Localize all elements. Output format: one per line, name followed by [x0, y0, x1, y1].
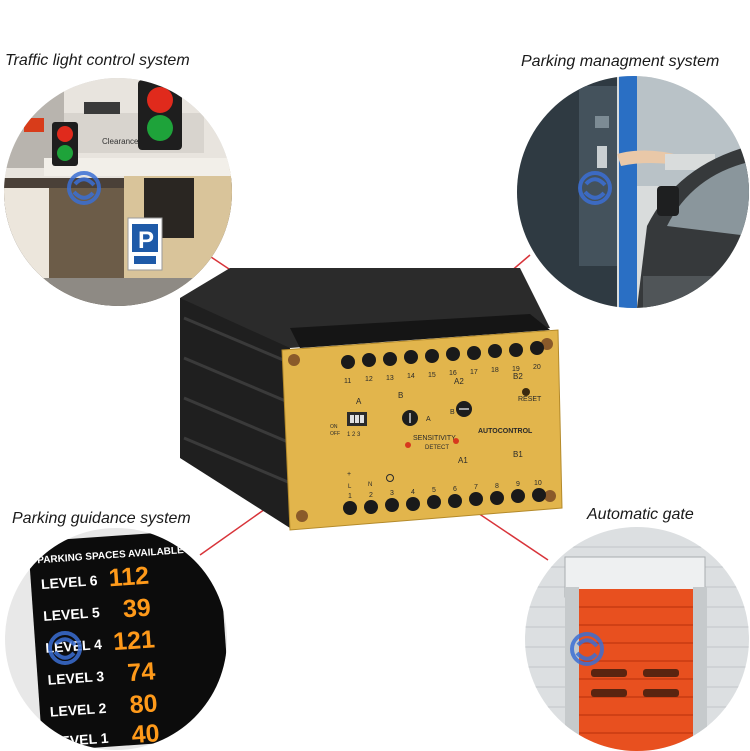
caption-parking-guidance: Parking guidance system: [12, 510, 191, 527]
guidance-level-value: 121: [112, 625, 156, 656]
top-terminal-labels: 11 12 13 14 15 16 17 18 19 20: [344, 364, 541, 385]
guidance-level-label: LEVEL 2: [49, 700, 107, 720]
detect-led-icon: [405, 442, 411, 448]
relay-b2-label: B2: [513, 372, 523, 381]
guidance-row: LEVEL 1 40: [51, 719, 161, 750]
loop-detector-device: 11 12 13 14 15 16 17 18 19 20 A B A2 B2 …: [180, 268, 563, 531]
ground-symbol-icon: [386, 474, 394, 482]
bottom-terminal-labels: 1 2 3 4 5 6 7 8 9 10: [348, 480, 542, 500]
watermark-swirl-icon: [67, 171, 101, 205]
guidance-board: PARKING SPACES AVAILABLE LEVEL 6 112 LEV…: [28, 528, 227, 750]
mark-l: L: [348, 484, 352, 490]
detect-label: DETECT: [425, 445, 449, 451]
terminal-label: 20: [533, 364, 541, 371]
guidance-level-label: LEVEL 1: [51, 730, 109, 750]
top-terminal-block: [341, 341, 544, 369]
traffic-light-large-icon: [138, 80, 182, 150]
guidance-row: LEVEL 3 74: [47, 657, 156, 688]
caption-automatic-gate: Automatic gate: [587, 506, 694, 523]
terminal-label: 15: [428, 372, 436, 379]
terminal-label: 14: [407, 373, 415, 380]
clearance-sign: Clearance 6-5": [102, 137, 155, 146]
front-panel: [281, 329, 563, 531]
guidance-level-value: 74: [126, 657, 156, 687]
terminal-label: 12: [365, 376, 373, 383]
terminal-label: 3: [390, 490, 394, 497]
terminal-label: 13: [386, 375, 394, 382]
reset-led-icon: [522, 388, 530, 396]
traffic-light-photo: Clearance 6-5" P: [4, 78, 232, 306]
terminal-label: 2: [369, 492, 373, 499]
relay-b1-label: B1: [513, 450, 523, 459]
automatic-gate-photo: [525, 527, 749, 751]
mark-plus: +: [347, 471, 351, 478]
terminal-label: 8: [495, 483, 499, 490]
relay-b-label: B: [398, 391, 403, 400]
terminal-label: 6: [453, 486, 457, 493]
switch-numbers: 1 2 3: [347, 432, 361, 438]
terminal-label: 1: [348, 493, 352, 500]
guidance-level-label: LEVEL 3: [47, 668, 105, 688]
terminal-label: 17: [470, 369, 478, 376]
guidance-row: LEVEL 2 80: [49, 689, 159, 720]
terminal-label: 7: [474, 484, 478, 491]
terminal-label: 16: [449, 370, 457, 377]
autocontrol-led-icon: [453, 438, 459, 444]
guidance-row: LEVEL 5 39: [43, 594, 152, 624]
knob-b-label: B: [450, 409, 455, 416]
parking-management-photo: [517, 76, 749, 308]
terminal-label: 19: [512, 366, 520, 373]
watermark-swirl-icon: [570, 632, 604, 666]
guidance-level-value: 39: [122, 594, 152, 624]
relay-a-label: A: [356, 397, 362, 406]
caption-traffic-light: Traffic light control system: [5, 52, 190, 69]
caption-parking-management: Parking managment system: [521, 53, 720, 70]
knob-a-label: A: [426, 416, 431, 423]
guidance-level-value: 112: [108, 562, 150, 593]
watermark-swirl-icon: [48, 631, 82, 665]
guidance-level-value: 40: [131, 719, 161, 749]
relay-a1-label: A1: [458, 456, 468, 465]
terminal-label: 10: [534, 480, 542, 487]
terminal-label: 4: [411, 489, 415, 496]
relay-a2-label: A2: [454, 377, 464, 386]
guidance-level-label: LEVEL 6: [40, 572, 98, 592]
terminal-label: 18: [491, 367, 499, 374]
svg-text:P: P: [138, 227, 154, 254]
terminal-label: 11: [344, 378, 351, 385]
mark-n: N: [368, 482, 372, 488]
terminal-label: 5: [432, 487, 436, 494]
guidance-row: LEVEL 6 112: [40, 562, 150, 593]
switch-on-label: ON: [330, 424, 338, 430]
roll-up-door: [579, 589, 693, 751]
watermark-swirl-icon: [578, 171, 612, 205]
guidance-level-value: 80: [129, 689, 159, 719]
sensitivity-label: SENSITIVITY: [413, 435, 456, 442]
terminal-label: 9: [516, 481, 520, 488]
autocontrol-label: AUTOCONTROL: [478, 428, 533, 435]
parking-guidance-photo: PARKING SPACES AVAILABLE LEVEL 6 112 LEV…: [5, 528, 227, 750]
traffic-light-small-icon: [52, 122, 78, 166]
reset-label: RESET: [518, 396, 542, 403]
switch-off-label: OFF: [330, 431, 340, 437]
bottom-terminal-block: [343, 488, 546, 515]
dip-switch[interactable]: [347, 412, 367, 426]
parking-sign: P: [127, 217, 163, 271]
guidance-level-label: LEVEL 5: [43, 604, 101, 624]
